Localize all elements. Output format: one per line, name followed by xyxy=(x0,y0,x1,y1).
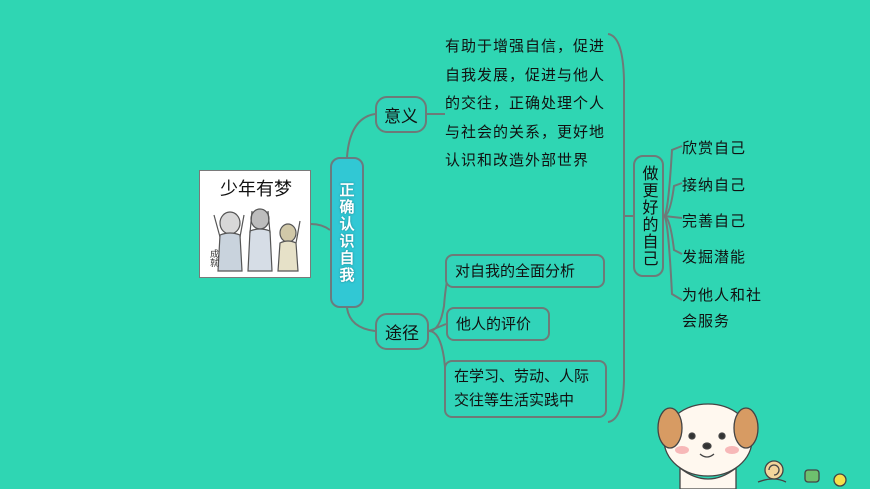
right-item: 接纳自己 xyxy=(682,176,747,194)
kids-cheering-illustration xyxy=(213,208,301,272)
image-card: 少年有梦 成就 xyxy=(199,170,311,278)
card-title: 少年有梦 xyxy=(220,179,292,200)
tujing-item: 在学习、劳动、人际交往等生活实践中 xyxy=(444,360,607,418)
branch-yiyi: 意义 xyxy=(375,96,427,133)
yiyi-description: 有助于增强自信，促进自我发展，促进与他人的交往，正确处理个人与社会的关系，更好地… xyxy=(445,37,606,169)
branch-yiyi-label: 意义 xyxy=(384,107,418,127)
card-caption: 成就 xyxy=(208,249,218,267)
right-topic-label: 做更好的自己 xyxy=(639,165,659,267)
right-item: 发掘潜能 xyxy=(682,248,747,266)
right-item: 完善自己 xyxy=(682,212,747,230)
right-item: 欣赏自己 xyxy=(682,139,747,157)
branch-tujing: 途径 xyxy=(375,313,429,350)
right-item: 为他人和社会服务 xyxy=(682,286,763,330)
puppy-mascot-illustration xyxy=(657,403,847,489)
right-topic: 做更好的自己 xyxy=(633,155,664,277)
center-topic-label: 正确认识自我 xyxy=(337,181,356,284)
center-topic: 正确认识自我 xyxy=(330,157,364,308)
tujing-item: 他人的评价 xyxy=(446,307,550,341)
tujing-item: 对自我的全面分析 xyxy=(445,254,605,288)
branch-tujing-label: 途径 xyxy=(385,324,419,344)
